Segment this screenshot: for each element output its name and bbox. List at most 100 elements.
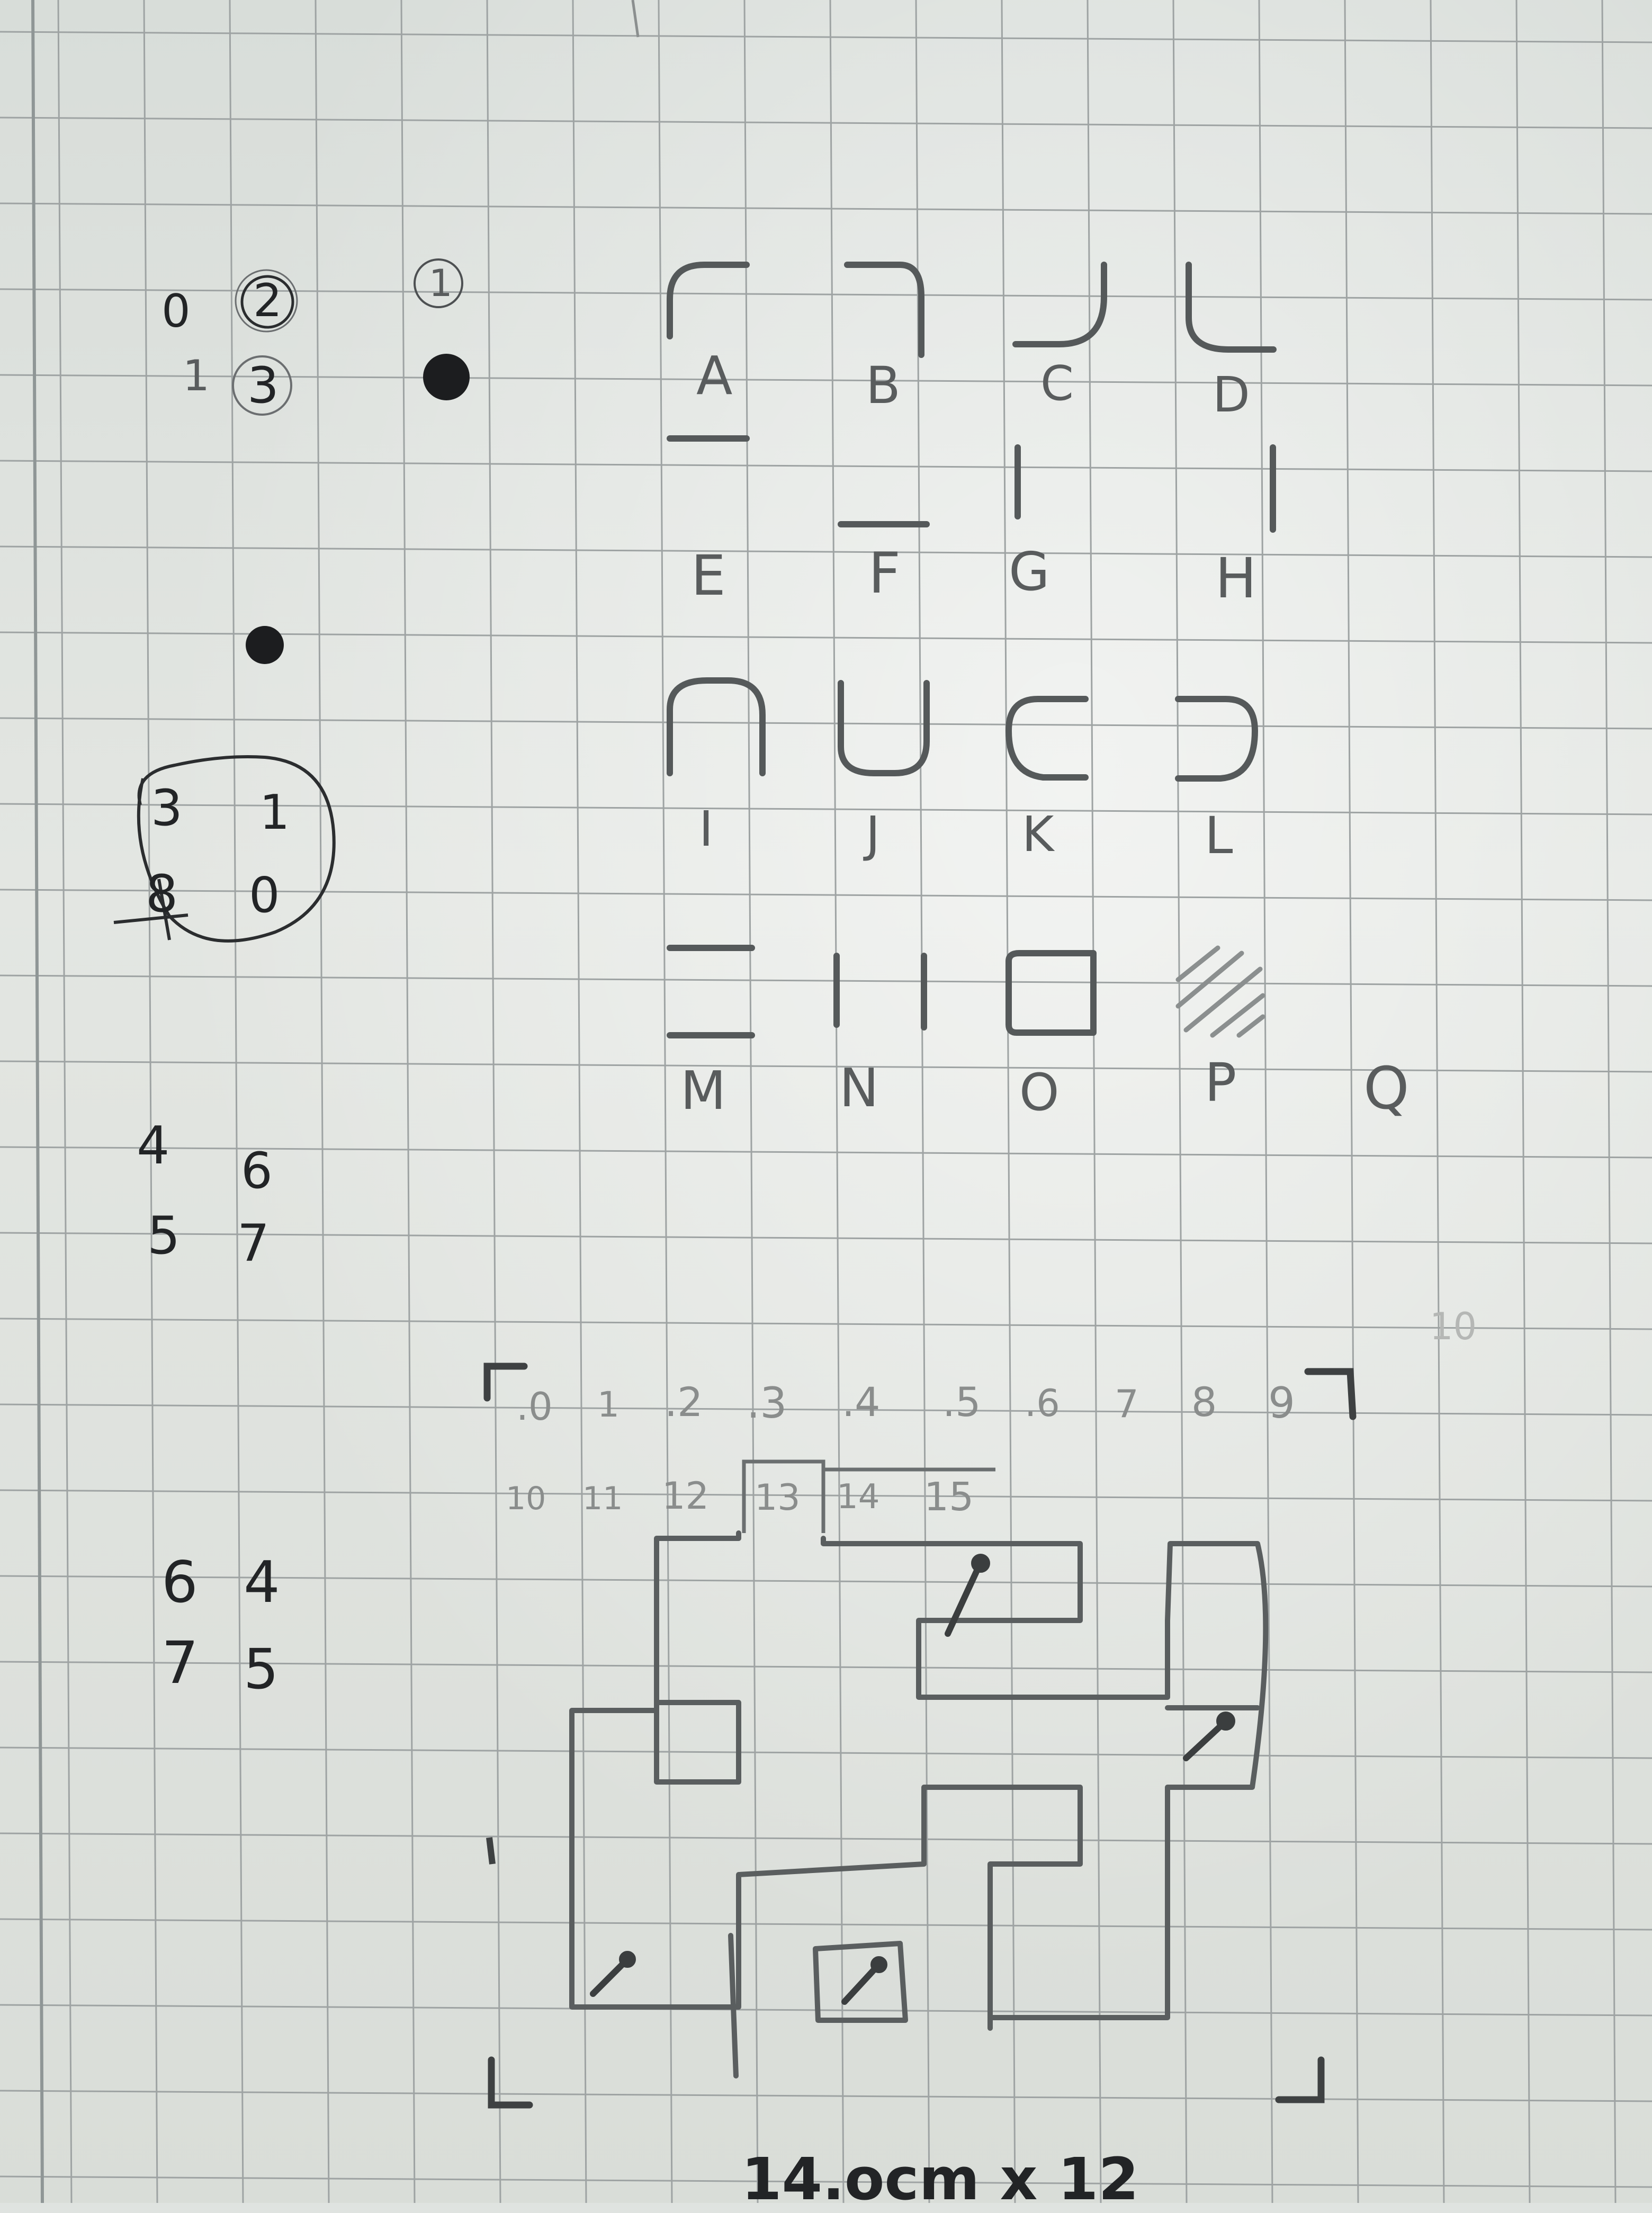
grid-line-vertical (1430, 0, 1445, 2203)
tile-label-f: F (868, 541, 901, 606)
grid-line-vertical (57, 0, 73, 2203)
tile-d-shape (1186, 262, 1277, 353)
grid-line-horizontal (0, 460, 1652, 472)
pen-note-0: 0 (161, 285, 191, 338)
grid-line-horizontal (0, 1146, 1652, 1159)
grid-line-horizontal (0, 117, 1652, 129)
pen-circle-1 (414, 258, 463, 308)
grid-line-vertical (572, 0, 587, 2203)
page-footer-note: 14.ocm x 12 (741, 2145, 1139, 2213)
grid-line-horizontal (0, 1832, 1652, 1845)
pen-circle-2-outer (235, 269, 298, 333)
tile-b-shape (844, 262, 924, 358)
tile-j-shape (838, 680, 930, 776)
number-cell-2: .2 (665, 1378, 703, 1426)
grid-line-horizontal (0, 1661, 1652, 1673)
tile-label-e: E (691, 543, 726, 608)
grid-line-horizontal (0, 717, 1652, 730)
pen-circle-2 (240, 275, 294, 329)
tile-label-n: N (839, 1057, 879, 1119)
map-corner-bottom-right (1275, 2056, 1325, 2103)
grid-line-horizontal (0, 1060, 1652, 1073)
tile-label-q: Q (1363, 1054, 1409, 1122)
number-cell-8: 8 (1191, 1378, 1217, 1426)
grid-line-horizontal (0, 889, 1652, 901)
pen-note-circled-3: 3 (247, 357, 279, 415)
filled-dot-1 (423, 354, 470, 400)
tile-label-l: L (1205, 806, 1233, 865)
pen-circle-3 (232, 355, 292, 416)
margin-line (31, 0, 44, 2203)
number-cell-5: .5 (942, 1378, 981, 1426)
tile-label-g: G (1009, 541, 1050, 603)
group-note-8: 8 (146, 864, 178, 924)
tile-label-a: A (696, 345, 733, 407)
group-note-0: 0 (249, 867, 280, 924)
map-divider-a (728, 1933, 739, 2078)
quad2-note-7: 7 (161, 1629, 199, 1697)
tile-label-h: H (1215, 546, 1257, 611)
grid-line-horizontal (0, 1489, 1652, 1502)
number-cell-7: 7 (1115, 1382, 1139, 1426)
stray-number-10: 10 (1430, 1305, 1477, 1348)
map-corner-bottom-left (488, 2056, 533, 2109)
key-mark-2 (1183, 1712, 1235, 1761)
tile-o-shape (1005, 950, 1097, 1036)
tile-a-shape (667, 262, 750, 339)
quad-note-7: 7 (237, 1214, 270, 1273)
tile-i-shape (667, 677, 766, 776)
pen-note-circled-2: 2 (253, 274, 282, 327)
grid-line-vertical (915, 0, 930, 2203)
quad2-note-6: 6 (161, 1549, 198, 1616)
number-box-14-15 (821, 1467, 995, 1533)
tile-label-m: M (680, 1060, 726, 1122)
grid-line-vertical (1258, 0, 1273, 2203)
map-corner-top-right (1304, 1368, 1357, 1420)
group-note-3: 3 (151, 780, 183, 837)
number-cell-1: 1 (597, 1384, 620, 1425)
tile-label-c: C (1040, 356, 1074, 411)
grid-line-vertical (143, 0, 158, 2203)
grid-line-horizontal (0, 1918, 1652, 1931)
tile-label-p: P (1205, 1052, 1237, 1114)
quad-note-4: 4 (137, 1116, 170, 1176)
grid-line-vertical (658, 0, 673, 2203)
grid-line-vertical (1344, 0, 1359, 2203)
strike-through (113, 879, 188, 940)
grid-line-horizontal (0, 803, 1652, 816)
pen-note-1: 1 (183, 351, 210, 400)
quad2-note-5: 5 (244, 1637, 279, 1701)
grid-line-vertical (1087, 0, 1102, 2203)
grid-line-horizontal (0, 374, 1652, 387)
stray-mark-left (486, 1837, 496, 1865)
key-mark-1 (945, 1554, 990, 1637)
grid-line-vertical (1515, 0, 1531, 2203)
grid-line-vertical (829, 0, 845, 2203)
grid-line-horizontal (0, 1232, 1652, 1244)
tile-label-j: J (866, 806, 881, 863)
number-cell-3: .3 (747, 1378, 787, 1428)
grid-line-horizontal (0, 1403, 1652, 1416)
group-note-1: 1 (259, 785, 290, 840)
grid-line-vertical (743, 0, 759, 2203)
number-cell-6: .6 (1025, 1382, 1060, 1425)
tile-m-shape (667, 945, 755, 1038)
grid-line-horizontal (0, 1746, 1652, 1759)
tile-n-shape (833, 953, 927, 1031)
number-cell-4: .4 (842, 1378, 881, 1426)
quad2-note-4: 4 (244, 1549, 280, 1616)
tile-label-k: K (1022, 806, 1054, 863)
grid-line-horizontal (0, 1318, 1652, 1330)
number-cell-0: .0 (516, 1384, 553, 1429)
number-cell-11: 11 (582, 1480, 623, 1517)
tile-l-shape (1175, 696, 1258, 782)
number-cell-14: 14 (837, 1477, 880, 1517)
grid-line-horizontal (0, 2175, 1652, 2188)
tile-label-o: O (1019, 1063, 1060, 1122)
grid-line-horizontal (0, 974, 1652, 987)
grid-line-horizontal (0, 2090, 1652, 2102)
grid-line-horizontal (0, 288, 1652, 301)
map-inner-square (654, 1700, 741, 1785)
